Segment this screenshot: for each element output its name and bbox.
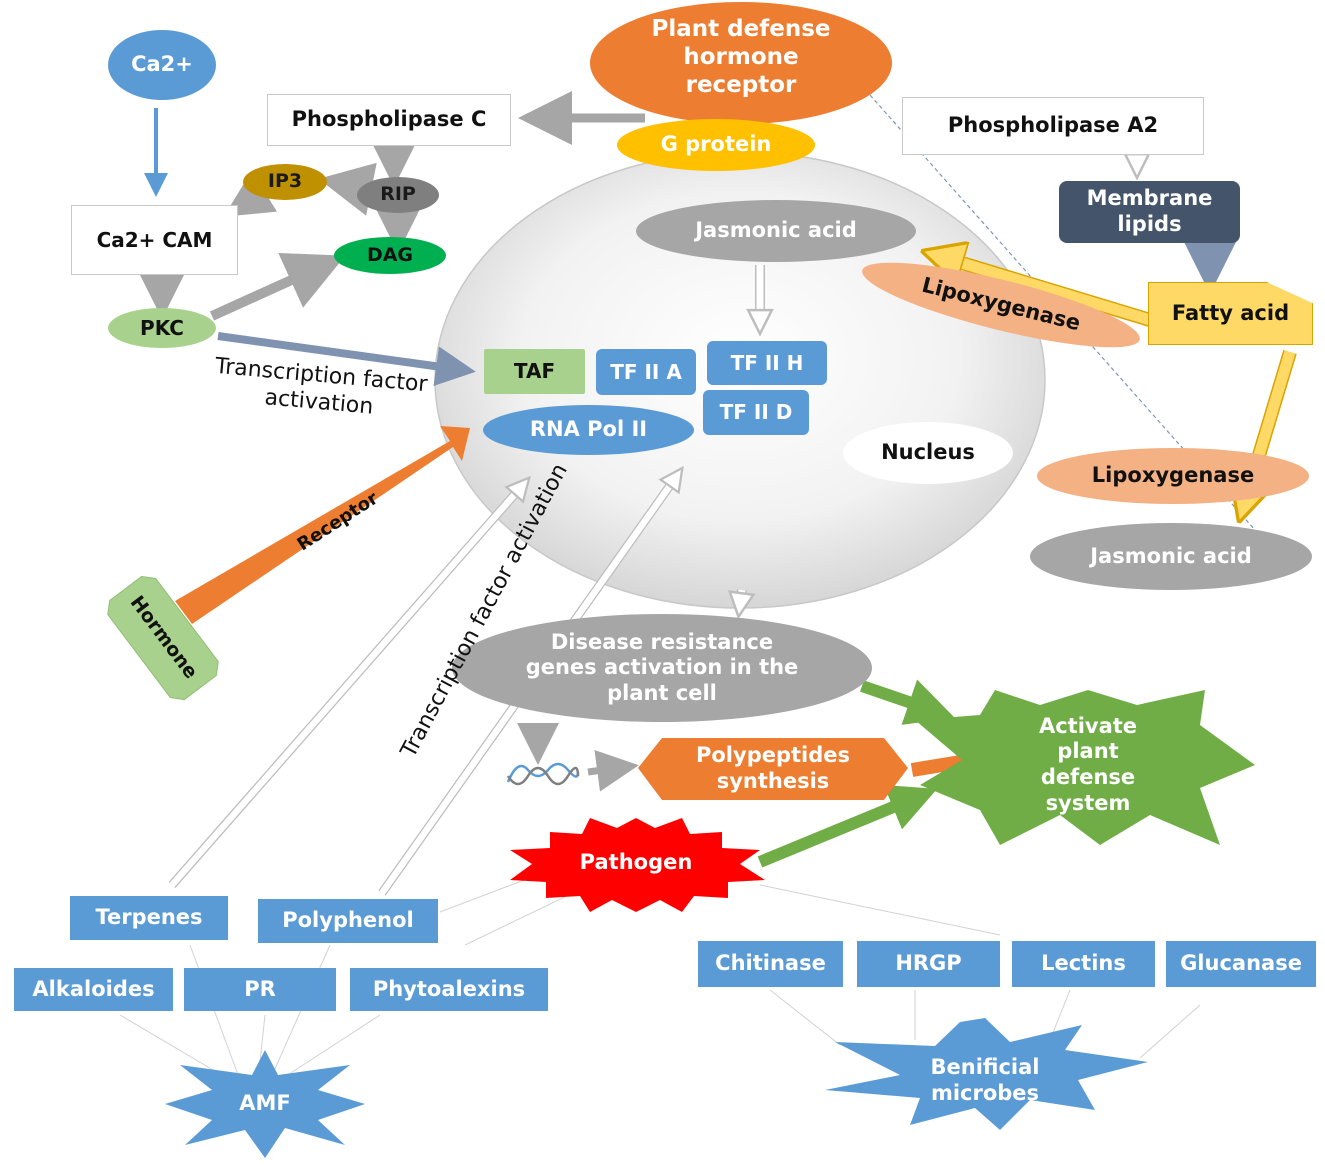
phospholipase-a2-node: Phospholipase A2 [902,97,1204,155]
glucanase-node: Glucanase [1166,941,1316,987]
nucleus-label: Nucleus [843,422,1013,484]
tf2a-node: TF II A [596,349,696,395]
ip3-node: IP3 [243,164,327,200]
hrgp-node: HRGP [857,941,1000,987]
dna-icon [506,762,580,786]
polypeptides-node: Polypeptides synthesis [695,743,851,793]
lectins-node: Lectins [1012,941,1155,987]
hormone-receptor-node: Plant defense hormone receptor [590,2,892,124]
phytoalexins-node: Phytoalexins [350,968,548,1011]
jasmonic-acid-right-node: Jasmonic acid [1030,523,1312,590]
rip-node: RIP [357,177,439,213]
receptor-arrow [175,426,470,624]
tf2d-node: TF II D [703,390,809,435]
rna-pol-node: RNA Pol II [483,405,694,455]
beneficial-microbes-node: Benificial microbes [930,1055,1040,1105]
hollow-arrows [168,154,1137,896]
membrane-lipids-node: Membrane lipids [1059,181,1240,243]
disease-genes-node: Disease resistance genes activation in t… [452,614,872,722]
activate-defense-node: Activate plant defense system [1038,713,1138,815]
pr-node: PR [184,968,336,1011]
dag-node: DAG [334,237,446,274]
taf-node: TAF [484,349,585,394]
amf-node: AMF [239,1091,291,1116]
terpenes-node: Terpenes [70,896,228,940]
beneficial-microbes-shape [825,1018,1148,1130]
jasmonic-acid-nucleus-node: Jasmonic acid [636,200,916,262]
pkc-node: PKC [108,308,216,348]
fatty-acid-node: Fatty acid [1148,282,1313,345]
lipoxygenase-right-node: Lipoxygenase [1037,448,1309,504]
ca-node: Ca2+ [108,30,216,100]
green-arrows [757,679,955,868]
phospholipase-c-node: Phospholipase C [267,94,511,146]
polypeptides-shape [638,738,908,800]
g-protein-node: G protein [617,119,815,171]
tf2h-node: TF II H [707,341,827,385]
amf-shape [165,1050,365,1158]
gray-arrows [135,91,645,792]
yellow-arrows [942,257,1297,502]
polyphenol-node: Polyphenol [258,899,438,943]
hormone-shape [107,575,219,701]
pathogen-node: Pathogen [579,850,693,875]
chitinase-node: Chitinase [698,941,843,987]
arrow-pkc-to-taf [217,332,476,387]
alkaloides-node: Alkaloides [14,968,173,1011]
pathogen-shape [510,818,765,912]
activate-defense-shape [915,690,1255,845]
ca-cam-node: Ca2+ CAM [71,205,238,275]
connector-lines [119,854,1201,1081]
